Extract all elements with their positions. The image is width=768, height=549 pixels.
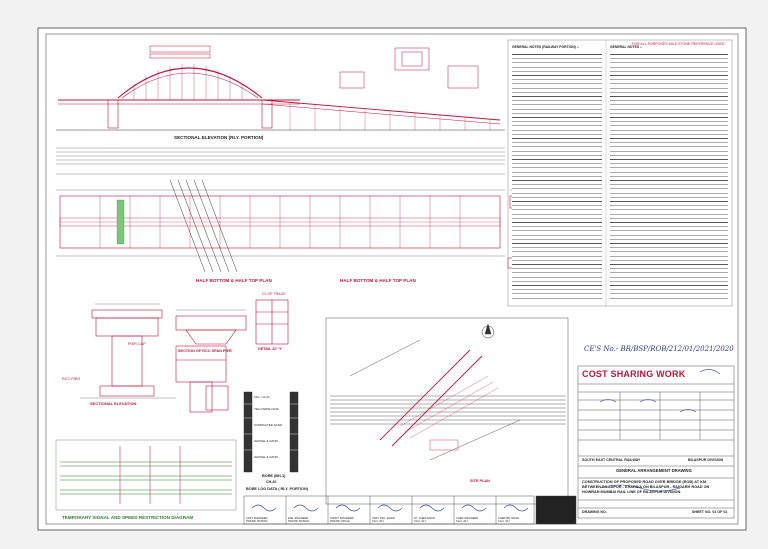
signature-org: S.E.C. RLY.: [414, 520, 427, 523]
rcc-pier-label: RCC PIER: [62, 377, 81, 381]
cross-section-pier: [80, 303, 176, 399]
signature-role: ASST. DIVL. ENGR.: [372, 517, 396, 520]
division-name: BILASPUR DIVISION: [688, 458, 724, 462]
signature-role: EXE. ENGINEER: [288, 517, 309, 520]
handwritten-ref: CE'S No.- BR/BSP/ROB/212/01/2021/2020: [584, 345, 734, 353]
bore-layer: GRAVEL & SAND: [254, 439, 278, 443]
signature-org: PWD BR. CIRCLE: [330, 520, 350, 523]
elevation-title: SECTIONAL ELEVATION (RLY. PORTION): [174, 135, 264, 140]
plan-title-left: HALF BOTTOM & HALF TOP PLAN: [196, 278, 272, 283]
signature-role: CHIEF ENGINEER: [456, 517, 479, 520]
signature-role: DY. CHIEF ENGR.: [414, 517, 436, 520]
bore-layer: GRAVEL & SAND: [254, 455, 278, 459]
sectional-elevation-small: [175, 345, 227, 413]
site-plan-hatch: [399, 375, 499, 439]
drawing-no: DRAWING NO.: [582, 510, 607, 514]
bore-layer: FILL / CLAY: [254, 395, 271, 399]
notes-box: [507, 39, 733, 307]
cl-of-track-label: CL OF TRACK: [262, 292, 286, 296]
plan-title-right: HALF BOTTOM & HALF TOP PLAN: [340, 278, 416, 283]
signature-scribbles: [251, 369, 721, 512]
signature-strip: [243, 495, 577, 525]
notes-heading-right: GENERAL NOTES :-: [610, 45, 643, 49]
half-plan: [59, 179, 501, 273]
notes-body-left: [512, 52, 602, 300]
top-stamp: FOR ALL PURPOSES MILE STONE REFERENCE US…: [632, 42, 725, 46]
sectional-elevation: [56, 64, 505, 131]
rcc-pier-section: [175, 309, 247, 345]
bore-layer: COMPACTED SAND: [254, 423, 283, 427]
signature-org: PWD BR. DIVISION: [288, 520, 310, 523]
notes-heading-left: GENERAL NOTES (RAILWAY PORTION) :-: [512, 45, 579, 49]
sectional-elevation-title: SECTIONAL ELEVATION: [90, 401, 137, 406]
signature-role: ASST. ENGINEER: [246, 517, 268, 520]
notes-body-right: [610, 52, 728, 300]
plan-dim-lines: [56, 173, 505, 257]
signature-role: SUPDT. ENGINEER: [330, 517, 354, 520]
section-x-x: [205, 385, 229, 411]
signature-org: S.E.C. RLY.: [456, 520, 469, 523]
bore-log: [243, 391, 299, 473]
signature-org: S.E.C. RLY.: [498, 520, 511, 523]
signature-role: CHIEF BR. ENGR.: [498, 517, 520, 520]
elevation-callouts: [149, 45, 479, 89]
north-arrow: [481, 323, 495, 339]
construction-line2: BETWEEN BILASPUR - KHARSIA ON BILASPUR -…: [582, 485, 710, 489]
signature-org: PWD BR. DIVISION: [246, 520, 268, 523]
construction-line3: HOWRAH MUMBAI RAIL LINE OF BILASPUR DIVI…: [582, 490, 682, 494]
signature-org: S.E.C. RLY.: [372, 520, 385, 523]
detail-y-title: DETAIL AT 'Y': [258, 347, 283, 351]
speed-restriction-diagram: [55, 439, 237, 511]
bore-label: BORE (BH-1): [262, 474, 286, 478]
cost-sharing-title: COST SHARING WORK: [582, 369, 686, 379]
rcc-pier-section-title: SECTION OF RCC SPAN PIER: [178, 349, 232, 353]
detail-y: [255, 299, 289, 345]
pier-cap-label: PIER CAP: [128, 342, 146, 346]
bore-log-title: BORE LOG DATA ( RLY. PORTION): [246, 487, 309, 491]
speed-diagram-title: TEMPORARY SIGNAL AND SPEED RESTRICTION D…: [62, 515, 194, 520]
drawing-type: GENERAL ARRANGEMENT DRAWING: [616, 468, 692, 473]
bore-layer: YELLOWISH SOIL: [254, 407, 280, 411]
title-block: [577, 365, 735, 519]
railway-name: SOUTH EAST CENTRAL RAILWAY: [582, 458, 641, 462]
site-plan-title: SITE PLAN: [470, 479, 490, 483]
bore-ch: CH-20: [266, 480, 277, 484]
elevation-dimensions: [56, 147, 505, 165]
construction-title: CONSTRUCTION OF PROPOSED ROAD OVER BRIDG…: [582, 480, 708, 484]
sheet-no: SHEET NO. 01 OF 01: [692, 510, 728, 514]
